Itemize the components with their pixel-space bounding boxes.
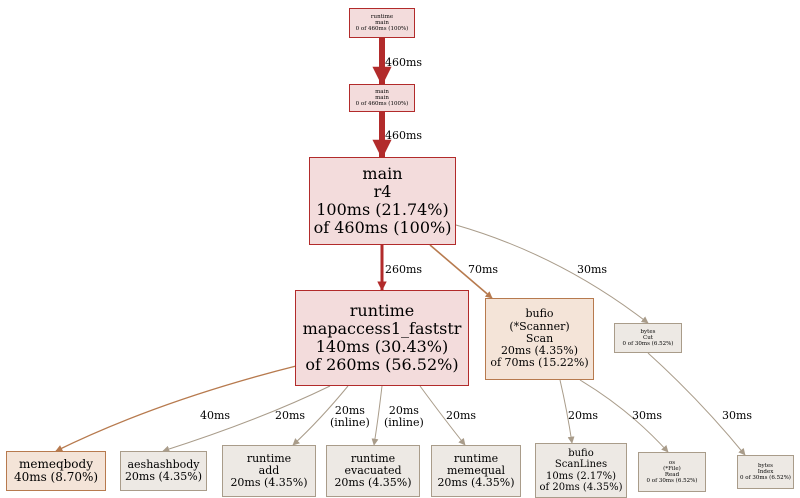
edge-mapaccess-to-runtime_add[interactable] [292,385,349,446]
edge-bufio_scan-to-bufio_scanlines[interactable] [559,379,575,444]
edge-mapaccess-to-memeqbody[interactable] [55,364,301,452]
node-line: runtime [349,301,415,321]
node-line: main [375,88,389,95]
node-line: bytes [758,462,773,469]
edge-main_r4-to-bytes_cut[interactable] [455,224,649,324]
node-line: r4 [373,182,392,202]
edge-label: 40ms [200,409,231,422]
edge-label: 260ms [385,263,423,276]
node-line: add [258,463,280,477]
edge-label: 460ms [385,129,423,142]
node-line: of 70ms (15.22%) [490,356,589,370]
node-line: Index [757,468,774,475]
node-line: aeshashbody [127,457,200,471]
node-line: ScanLines [554,459,608,471]
edge-mapaccess-to-runtime_evacuated[interactable] [371,385,383,446]
edge-mapaccess-to-runtime_memequal[interactable] [419,385,466,446]
edge-label: 20ms (inline) [384,404,424,430]
edge-label: 460ms [385,56,423,69]
node-line: 100ms (21.74%) [316,200,449,219]
node-line: 0 of 30ms (6.52%) [740,475,791,482]
node-line: mapaccess1_faststr [302,319,462,339]
node-line: of 20ms (4.35%) [539,481,623,493]
node-line: Read [664,472,680,478]
node-line: bytes [640,328,656,335]
node-line: memequal [446,463,506,477]
node-line: of 260ms (56.52%) [305,354,459,374]
node-line: Cut [643,334,653,341]
node-line: 40ms (8.70%) [13,470,99,484]
node-line: runtime [370,13,394,20]
node-line: 0 of 30ms (6.52%) [622,341,674,348]
node-line: Scan [525,331,554,345]
edge-label: 30ms [632,409,663,422]
node-line: 20ms (4.35%) [124,470,203,483]
edge-label: 30ms [577,263,608,276]
node-line: main [375,19,389,26]
node-line: evacuated [344,463,402,477]
node-line: main [375,94,389,101]
node-line: (*File) [663,465,681,472]
edge-main_r4-to-bufio_scan[interactable] [429,244,493,299]
edge-mapaccess-to-aeshashbody[interactable] [162,385,331,453]
edge-label: 20ms [568,409,599,422]
edge-label: 70ms [468,263,499,276]
node-line: of 460ms (100%) [313,217,452,237]
node-line: bufio [568,448,594,460]
edge-bytes_cut-to-bytes_index[interactable] [647,352,746,456]
node-line: 20ms (4.35%) [500,344,579,358]
node-line: 0 of 460ms (100%) [355,26,409,33]
node-line: 20ms (4.35%) [334,476,412,490]
node-line: os [668,459,676,466]
edge-label: 20ms [446,409,477,422]
node-line: 10ms (2.17%) [545,470,617,482]
node-line: 0 of 30ms (6.52%) [646,478,698,485]
node-line: 140ms (30.43%) [315,337,449,356]
edge-label: 20ms (inline) [330,404,370,430]
node-line: runtime [350,451,396,465]
edge-label: 20ms [275,409,306,422]
node-line: 20ms (4.35%) [437,476,515,490]
node-line: runtime [453,451,499,465]
node-line: bufio [525,307,554,321]
node-line: 20ms (4.35%) [230,476,308,490]
node-line: 0 of 460ms (100%) [355,101,409,108]
edge-bufio_scan-to-os_read[interactable] [579,379,669,453]
node-line: main [362,164,403,184]
node-line: memeqbody [18,456,93,471]
node-line: runtime [246,451,292,465]
node-line: (*Scanner) [509,319,570,333]
edge-label: 30ms [722,409,753,422]
